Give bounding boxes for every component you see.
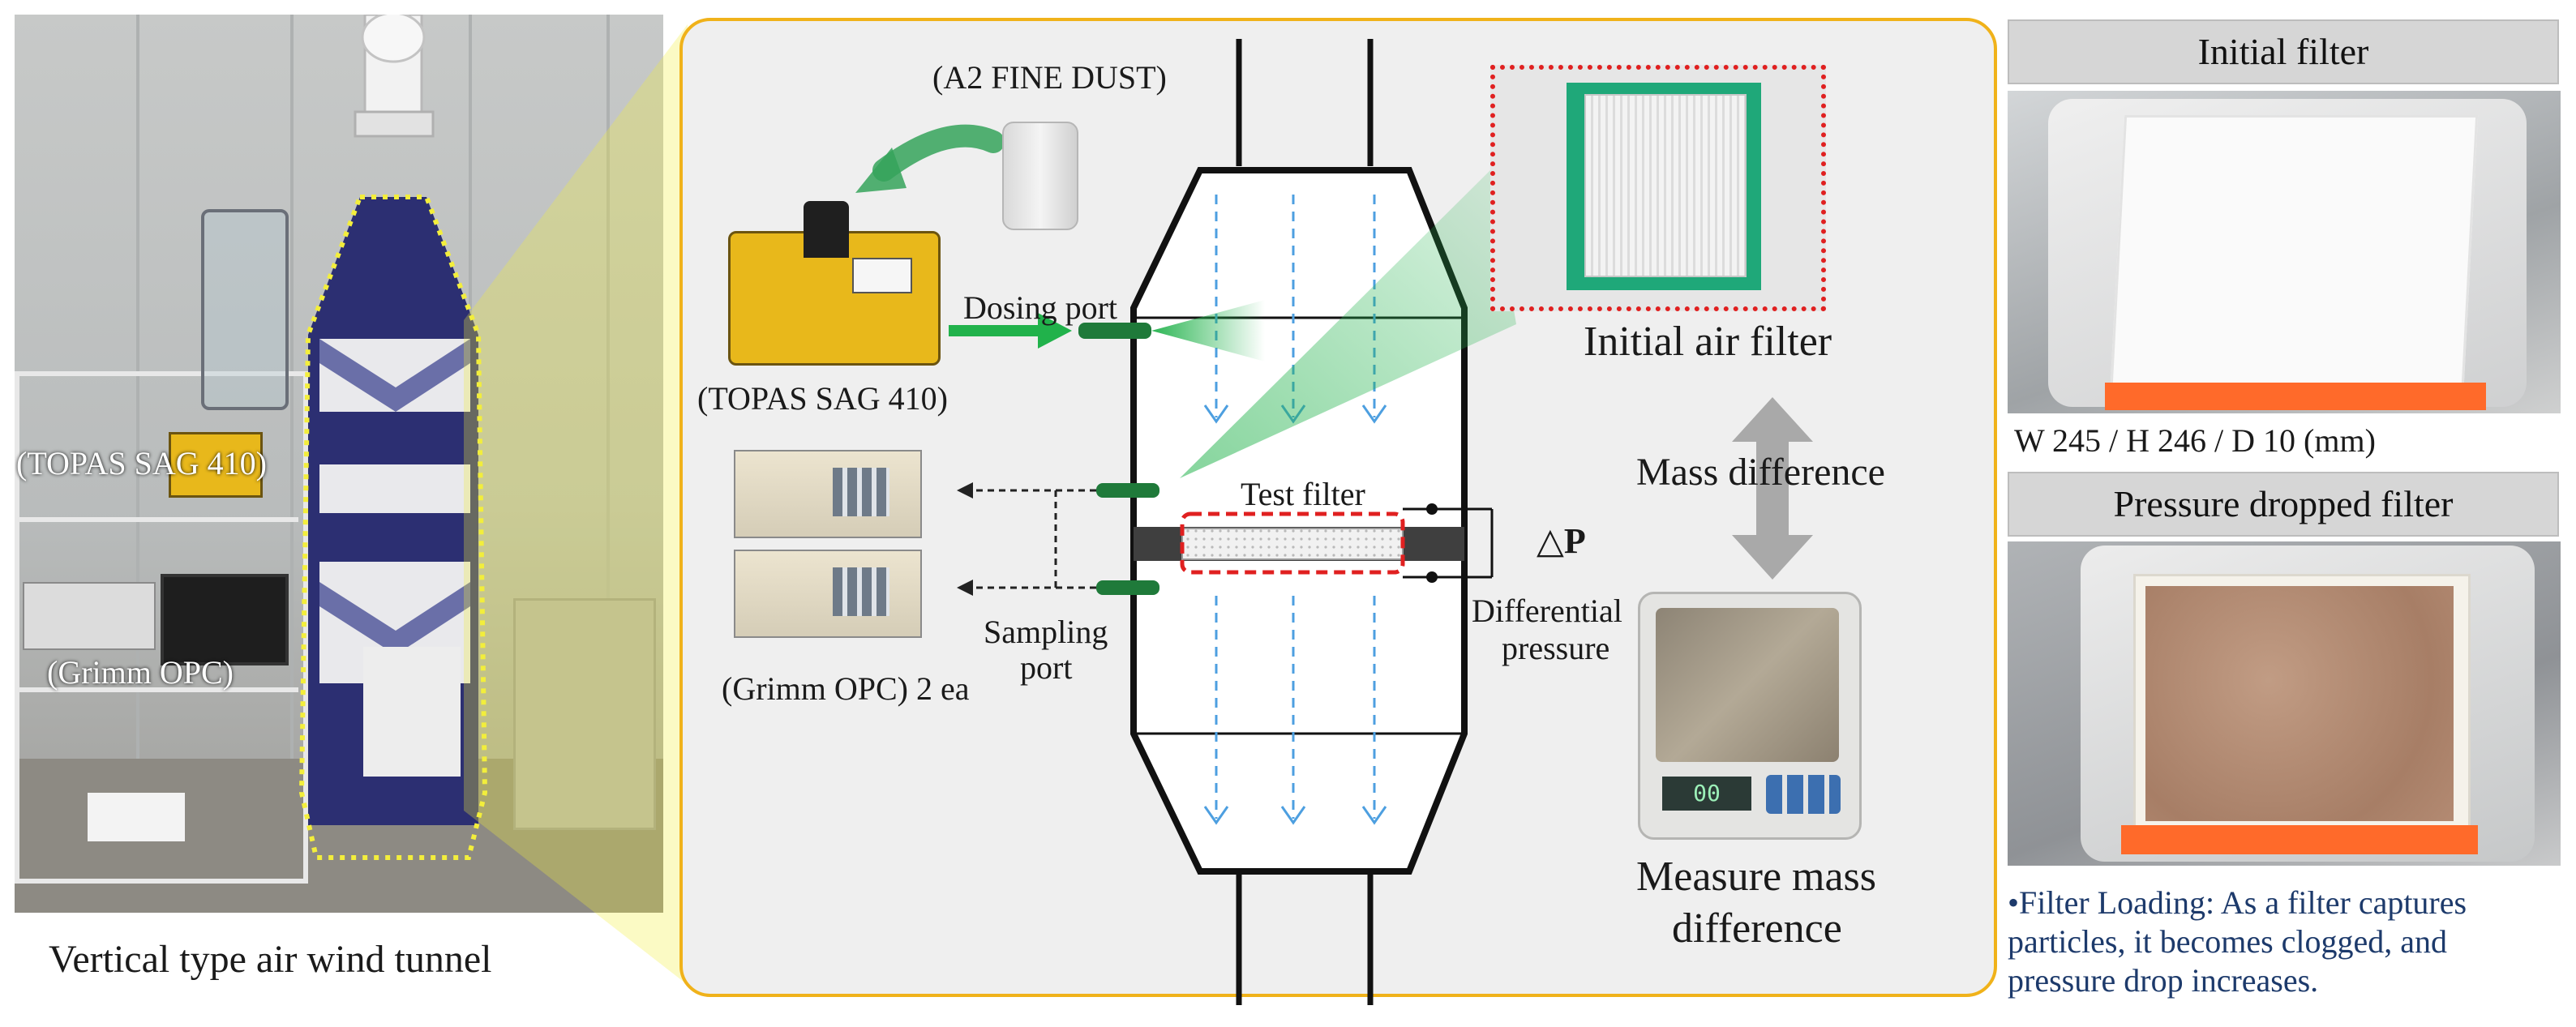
topas-sag-410-device xyxy=(728,201,941,366)
measure-mass-label-2: difference xyxy=(1672,905,1842,952)
initial-air-filter-label: Initial air filter xyxy=(1584,319,1832,365)
topas-device-in-photo xyxy=(169,432,263,498)
dust-jar-image xyxy=(1002,122,1078,230)
sampling-label: Sampling xyxy=(984,614,1108,650)
wind-tunnel-column xyxy=(298,15,488,860)
mass-difference-label: Mass difference xyxy=(1636,451,1885,494)
equipment-rack xyxy=(15,371,308,884)
grimm-opc-device-1 xyxy=(734,450,922,538)
white-box xyxy=(88,793,185,841)
initial-filter-title: Initial filter xyxy=(2008,19,2559,84)
measure-mass-label-1: Measure mass xyxy=(1636,854,1877,900)
test-filter-label: Test filter xyxy=(1241,476,1365,512)
left-caption: Vertical type air wind tunnel xyxy=(49,938,492,981)
grimm-label: (Grimm OPC) 2 ea xyxy=(722,670,970,707)
scale-display: 00 xyxy=(1662,777,1751,811)
grimm-opc-device-2 xyxy=(734,550,922,638)
filter-loading-note-2: particles, it becomes clogged, and xyxy=(2008,923,2448,960)
filter-loading-note-3: pressure drop increases. xyxy=(2008,962,2319,999)
wind-tunnel-photo: (TOPAS SAG 410) (Grimm OPC) xyxy=(15,15,663,913)
opc-device-in-photo xyxy=(23,582,156,650)
a2-dust-label: (A2 FINE DUST) xyxy=(932,59,1167,96)
side-cabinet xyxy=(513,598,656,830)
pressure-dropped-title: Pressure dropped filter xyxy=(2008,472,2559,537)
filter-loading-note-1: •Filter Loading: As a filter captures xyxy=(2008,884,2467,921)
initial-filter-photo xyxy=(2008,91,2561,413)
pressure-label: pressure xyxy=(1502,630,1610,666)
filter-dimensions: W 245 / H 246 / D 10 (mm) xyxy=(2014,422,2376,459)
cylinder-apparatus xyxy=(201,209,289,410)
port-label: port xyxy=(1020,649,1073,686)
photo-label-topas: (TOPAS SAG 410) xyxy=(16,445,267,481)
topas-label: (TOPAS SAG 410) xyxy=(697,380,948,417)
photo-label-grimm: (Grimm OPC) xyxy=(47,654,234,691)
differential-label: Differential xyxy=(1472,593,1622,629)
initial-air-filter-photo xyxy=(1490,65,1826,311)
balance-scale-image: 00 xyxy=(1638,592,1862,840)
pressure-dropped-filter-photo xyxy=(2008,541,2561,866)
laptop xyxy=(161,574,289,665)
delta-p-label: △P xyxy=(1537,521,1586,561)
dosing-port-label: Dosing port xyxy=(963,289,1117,326)
